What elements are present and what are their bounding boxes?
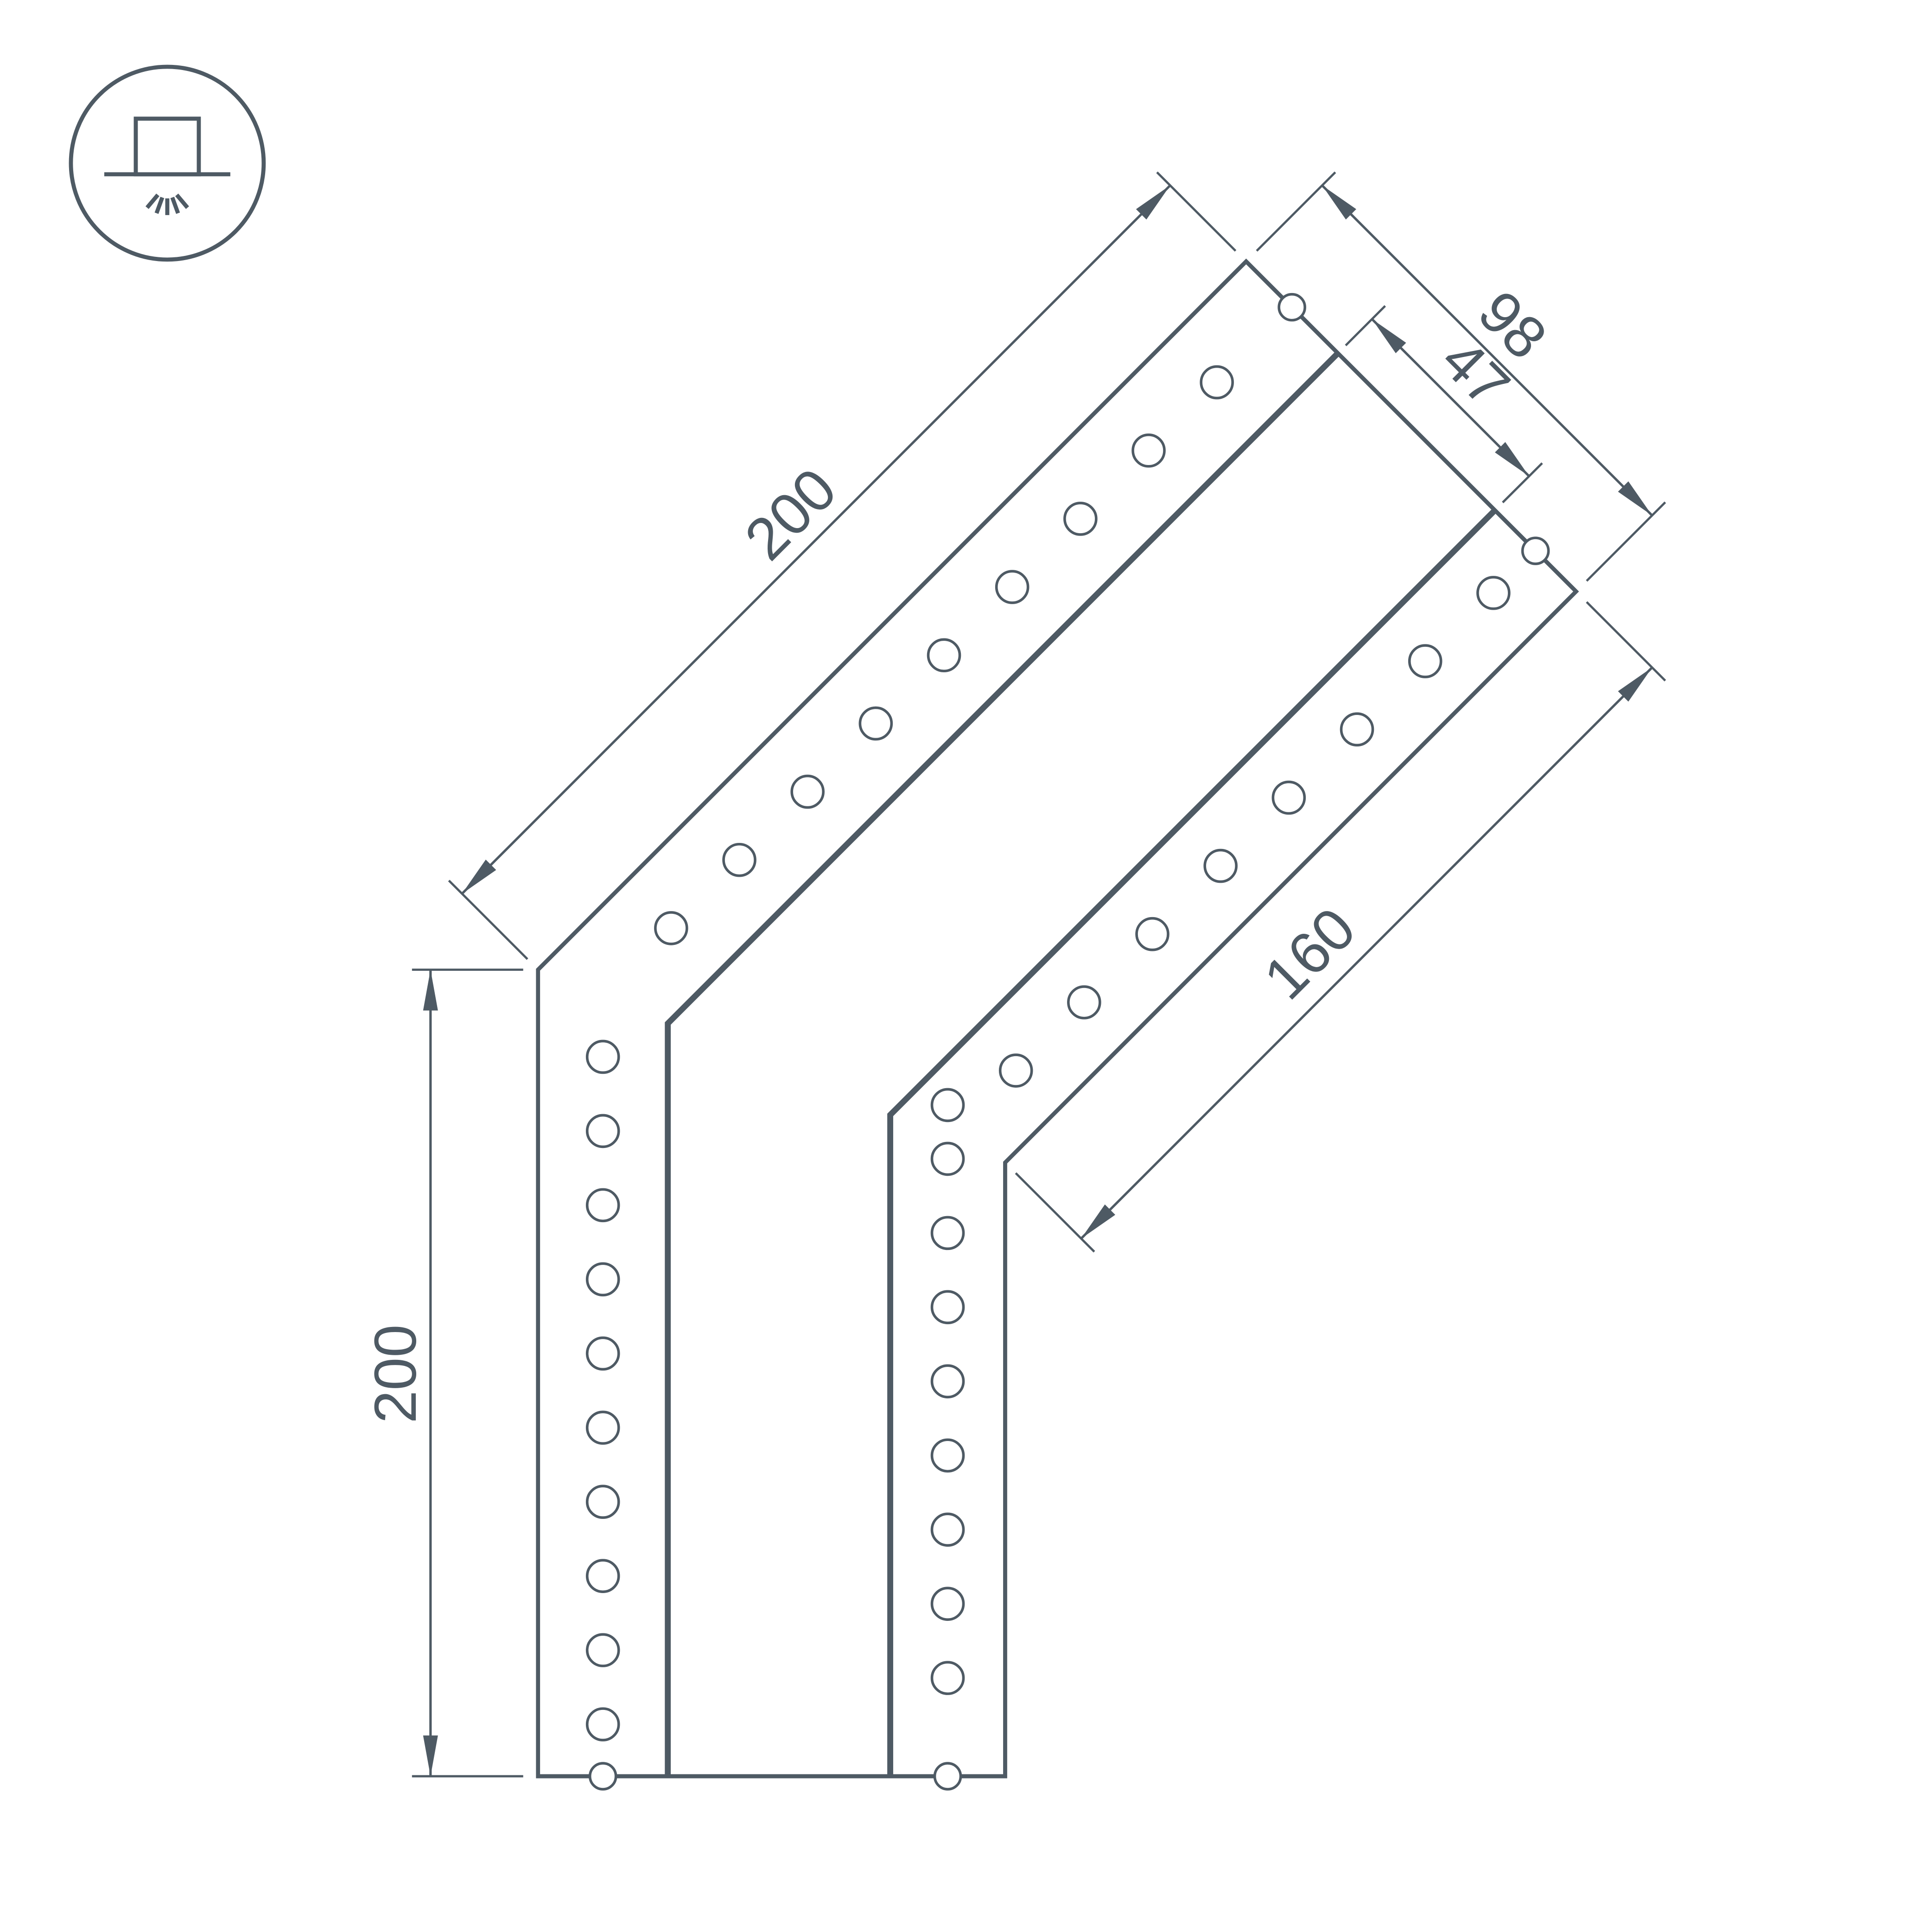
- mounting-hole: [930, 1661, 965, 1695]
- mounting-hole: [1063, 502, 1098, 536]
- mounting-hole: [585, 1633, 620, 1667]
- mounting-hole: [585, 1039, 620, 1074]
- extension-line: [1585, 601, 1666, 682]
- mounting-hole: [585, 1114, 620, 1148]
- arrowhead: [1494, 442, 1529, 476]
- profile-outline: [535, 258, 1579, 1779]
- dimension-line: [1080, 666, 1653, 1240]
- dimension-diagonal-leg: 200: [448, 171, 1236, 960]
- edge-half-hole: [1277, 293, 1306, 322]
- extension-line: [1015, 1172, 1095, 1253]
- mounting-hole: [1340, 712, 1374, 747]
- mounting-hole: [930, 1216, 965, 1250]
- dimension-line: [461, 185, 1171, 895]
- surface-mounted-luminaire-icon: [69, 64, 266, 262]
- mounting-hole: [585, 1188, 620, 1223]
- icon-circle: [69, 64, 266, 262]
- arrowhead: [423, 1735, 438, 1777]
- mounting-hole: [858, 706, 893, 741]
- extension-line: [448, 880, 528, 960]
- mounting-hole: [930, 1364, 965, 1399]
- mounting-hole: [790, 774, 825, 809]
- arrowhead: [1080, 1204, 1115, 1239]
- mounting-hole: [585, 1559, 620, 1593]
- arrowhead: [462, 859, 496, 894]
- mounting-hole: [585, 1707, 620, 1741]
- mounting-hole: [1408, 644, 1442, 678]
- mounting-hole: [930, 1141, 965, 1176]
- arrowhead: [1136, 185, 1170, 220]
- corner-profile-body: [535, 258, 1579, 1779]
- dimension-line: [1321, 185, 1653, 516]
- extension-line: [1156, 171, 1236, 252]
- extension-line: [1255, 171, 1336, 252]
- arrowhead: [1618, 667, 1652, 702]
- dimension-label-vertical: 200: [362, 1325, 428, 1423]
- dimension-vertical-leg: 200: [362, 969, 523, 1778]
- edge-half-hole: [1521, 536, 1550, 565]
- mounting-hole: [585, 1410, 620, 1445]
- arrowhead: [1618, 481, 1652, 516]
- mounting-hole: [1476, 576, 1511, 610]
- mounting-hole: [1131, 433, 1166, 468]
- mounting-hole: [930, 1290, 965, 1325]
- icon-lamp-body: [133, 116, 201, 177]
- dimension-label-diagonal: 200: [732, 456, 849, 573]
- mounting-hole: [722, 842, 756, 877]
- mounting-hole: [995, 570, 1029, 604]
- mounting-hole: [1271, 780, 1306, 815]
- extension-line: [1501, 462, 1543, 504]
- extension-line: [1344, 305, 1386, 346]
- arrowhead: [1372, 319, 1406, 353]
- mounting-hole: [585, 1485, 620, 1519]
- mounting-hole: [930, 1088, 965, 1122]
- edge-half-hole: [588, 1762, 617, 1791]
- mounting-hole: [930, 1438, 965, 1473]
- icon-light-rays: [145, 193, 189, 215]
- dimension-inner-diagonal: 160: [1015, 601, 1666, 1253]
- dimension-label-inner-diagonal: 160: [1251, 895, 1368, 1012]
- channel-wall-right: [887, 508, 1497, 1777]
- mounting-hole: [927, 638, 961, 673]
- mounting-hole: [1067, 985, 1101, 1020]
- edge-half-hole: [933, 1762, 962, 1791]
- extension-line: [1585, 501, 1666, 582]
- mounting-hole: [654, 911, 688, 945]
- arrowhead: [1322, 185, 1356, 220]
- mounting-hole: [1203, 848, 1238, 883]
- mounting-hole: [930, 1587, 965, 1621]
- mounting-hole: [998, 1053, 1033, 1088]
- mounting-holes: [585, 293, 1550, 1791]
- mounting-hole: [1135, 917, 1169, 951]
- arrowhead: [423, 969, 438, 1011]
- mounting-hole: [585, 1262, 620, 1297]
- channel-wall-left: [664, 351, 1340, 1777]
- mounting-hole: [585, 1336, 620, 1371]
- mounting-hole: [1199, 365, 1234, 400]
- mounting-hole: [930, 1512, 965, 1547]
